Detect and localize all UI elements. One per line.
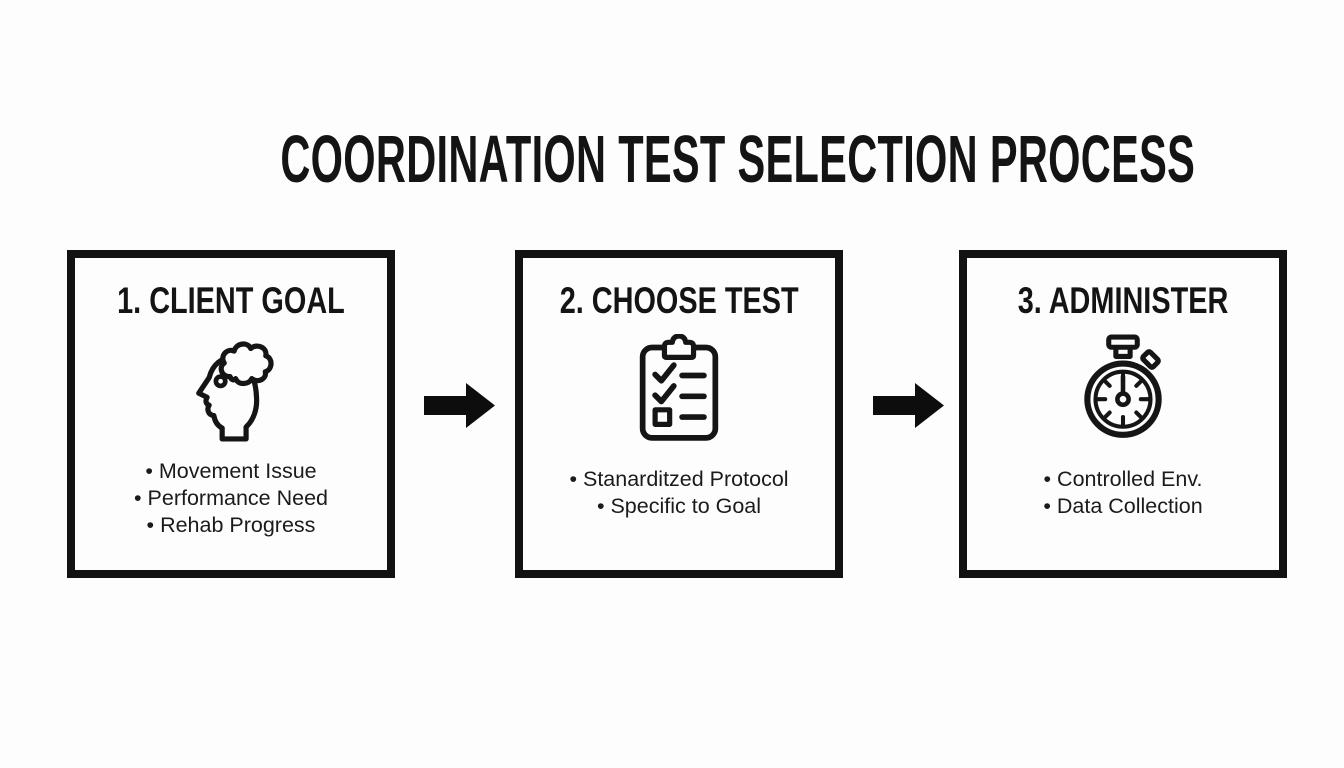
bullet-marker: • [145, 459, 153, 483]
bullet-list: •Stanarditzed Protocol •Specific to Goal [569, 466, 788, 520]
bullet-list: •Movement Issue •Performance Need •Rehab… [134, 458, 328, 539]
page-title-text: COORDINATION TEST SELECTION PROCESS [280, 122, 1196, 197]
step-heading: 3. ADMINISTER [1017, 280, 1229, 321]
bullet-item: •Stanarditzed Protocol [569, 466, 788, 493]
bullet-list: •Controlled Env. •Data Collection [1043, 466, 1202, 520]
bullet-text: Movement Issue [158, 459, 317, 483]
bullet-marker: • [596, 494, 605, 518]
bullet-marker: • [146, 513, 155, 537]
bullet-text: Controlled Env. [1057, 467, 1203, 491]
page-title: COORDINATION TEST SELECTION PROCESS [0, 126, 1344, 193]
bullet-item: •Specific to Goal [569, 493, 788, 520]
arrow-right-icon [424, 383, 495, 428]
step-box-client-goal: 1. CLIENT GOAL •Movement Issue •Performa… [67, 250, 395, 578]
bullet-marker: • [134, 486, 142, 510]
clipboard-checklist-icon [637, 330, 721, 446]
arrow-right-icon [873, 383, 944, 428]
bullet-item: •Controlled Env. [1043, 466, 1203, 493]
bullet-marker: • [569, 467, 577, 491]
bullet-item: •Data Collection [1043, 493, 1202, 520]
bullet-item: •Rehab Progress [134, 512, 328, 539]
step-heading: 2. CHOOSE TEST [559, 280, 799, 321]
step-box-choose-test: 2. CHOOSE TEST •Stanarditzed Protocol •S… [515, 250, 843, 578]
bullet-text: Data Collection [1056, 494, 1203, 518]
bullet-item: •Movement Issue [134, 458, 328, 485]
bullet-item: •Performance Need [134, 485, 328, 512]
head-thought-bubble-icon [179, 330, 283, 446]
step-box-administer: 3. ADMINISTER [959, 250, 1287, 578]
bullet-text: Stanarditzed Protocol [582, 467, 789, 491]
bullet-marker: • [1043, 494, 1051, 518]
bullet-text: Performance Need [147, 486, 328, 510]
bullet-text: Rehab Progress [160, 513, 316, 537]
stopwatch-icon [1072, 330, 1174, 446]
step-heading: 1. CLIENT GOAL [117, 280, 345, 321]
bullet-marker: • [1043, 467, 1052, 491]
bullet-text: Specific to Goal [610, 494, 762, 518]
